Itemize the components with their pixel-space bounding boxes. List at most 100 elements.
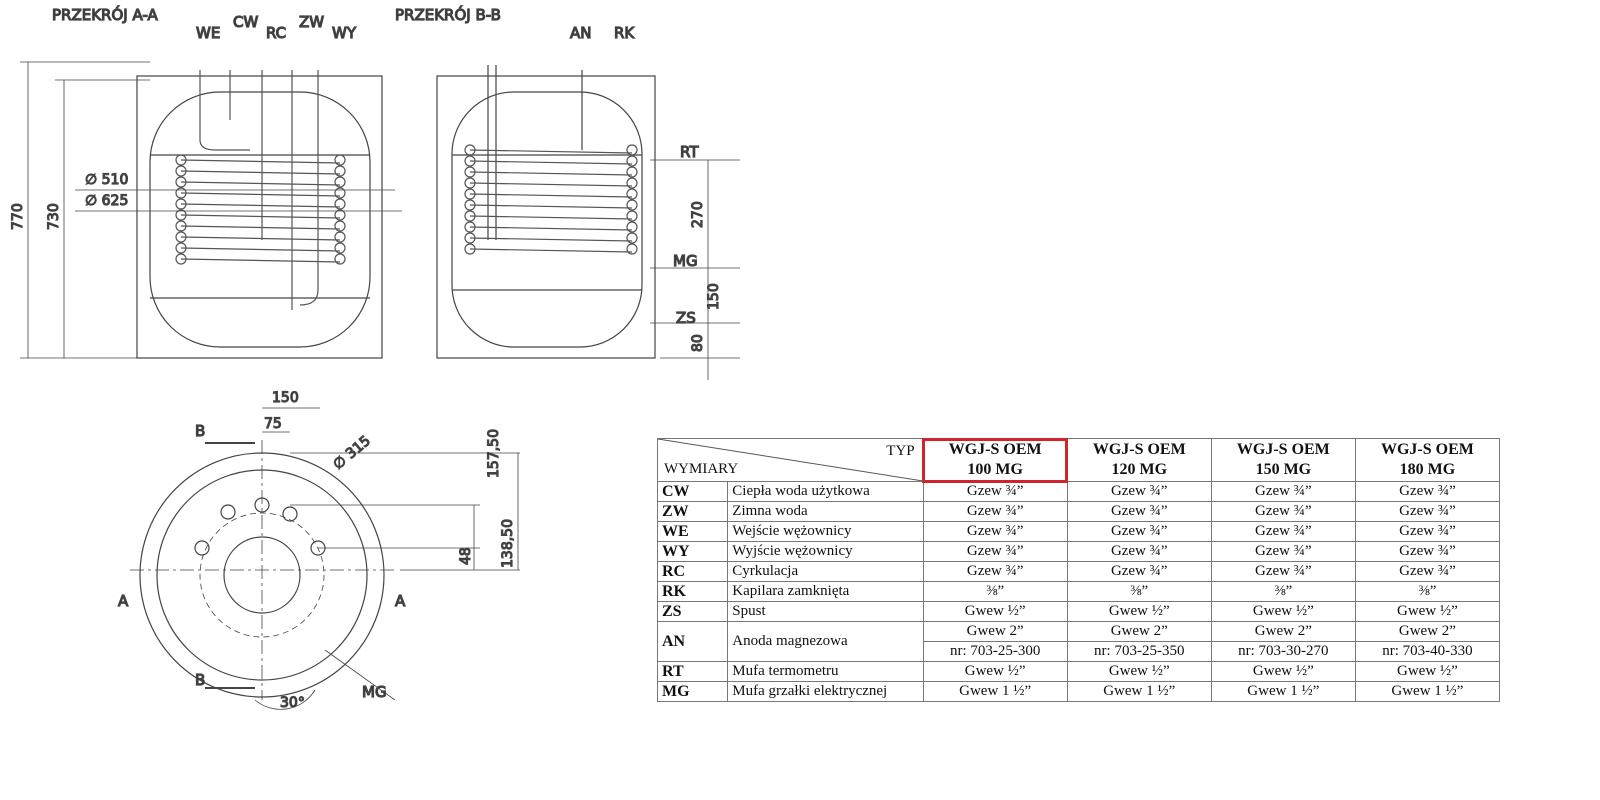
coil-section (626, 144, 638, 156)
row-code: WE (656, 521, 729, 542)
row-description: Mufa termometru (727, 661, 924, 682)
label-we: WE (196, 24, 220, 42)
coil-section (175, 176, 187, 188)
row-value: Gwew ½” (1066, 661, 1212, 682)
label-b-top: B (195, 422, 205, 440)
label-a-right: A (395, 592, 406, 610)
coil-tube (469, 204, 633, 209)
row-value: Gwew 2” (1066, 621, 1212, 642)
row-value: Gzew ¾” (1066, 481, 1212, 502)
label-zs: ZS (676, 309, 696, 327)
row-code: MG (656, 681, 729, 702)
coil-section (175, 154, 187, 166)
row-value: Gwew 1 ½” (1354, 681, 1501, 702)
row-description: Wyjście wężownicy (727, 541, 924, 562)
row-value: Gzew ¾” (1210, 521, 1356, 542)
row-value: Gzew ¾” (1066, 521, 1212, 542)
dim-diameter-625: ∅ 625 (85, 193, 128, 209)
coil-tube (469, 215, 633, 220)
coil-section (175, 165, 187, 177)
row-value: ⅜” (1066, 581, 1212, 602)
row-value: Gwew 2” (1210, 621, 1356, 642)
row-code: WY (656, 541, 729, 562)
row-value: Gzew ¾” (922, 521, 1068, 542)
row-value: ⅜” (1354, 581, 1501, 602)
row-description: Anoda magnezowa (727, 621, 924, 662)
dim-height-730: 730 (46, 203, 62, 230)
row-value: Gzew ¾” (1066, 541, 1212, 562)
label-mg: MG (673, 252, 698, 270)
coil-section (626, 243, 638, 255)
row-value: Gwew ½” (1210, 601, 1356, 622)
label-an: AN (570, 24, 591, 42)
coil-section (175, 242, 187, 254)
coil-tube (469, 182, 633, 187)
coil-section (175, 253, 187, 265)
coil-section (175, 231, 187, 243)
coil-section (464, 221, 476, 233)
coil-tube (180, 203, 341, 208)
coil-section (626, 166, 638, 178)
coil-section (334, 253, 346, 265)
row-value: Gwew 1 ½” (922, 681, 1068, 702)
section-bb-title: PRZEKRÓJ B-B (395, 5, 501, 24)
coil-section (334, 198, 346, 210)
row-description: Spust (727, 601, 924, 622)
dim-80: 80 (690, 334, 706, 352)
row-value: Gwew ½” (1210, 661, 1356, 682)
coil-section (334, 209, 346, 221)
section-aa-title: PRZEKRÓJ A-A (52, 5, 158, 24)
coil-section (175, 220, 187, 232)
section-aa-view: PRZEKRÓJ A-A WE CW RC ZW WY 770 730 ∅ 51… (9, 4, 402, 359)
row-value: Gzew ¾” (1210, 541, 1356, 562)
row-description: Zimna woda (727, 501, 924, 522)
row-value: Gzew ¾” (922, 541, 1068, 562)
coil-section (626, 210, 638, 222)
row-value-part-number: nr: 703-25-300 (922, 641, 1068, 662)
top-view: B B A A 150 75 ∅ 315 157,50 138,50 48 30… (117, 389, 520, 712)
coil-section (464, 199, 476, 211)
dim-48: 48 (458, 547, 474, 565)
label-rk: RK (614, 24, 635, 42)
coil-section (464, 188, 476, 200)
coil-tube (469, 193, 633, 198)
coil-section (626, 177, 638, 189)
row-description: Cyrkulacja (727, 561, 924, 582)
coil-section (626, 221, 638, 233)
coil-section (334, 165, 346, 177)
coil-tube (180, 247, 341, 252)
coil-tube (469, 248, 633, 253)
row-value: Gwew ½” (922, 661, 1068, 682)
label-wy: WY (332, 24, 357, 42)
row-value: ⅜” (1210, 581, 1356, 602)
row-code: CW (656, 481, 729, 502)
coil-section (464, 210, 476, 222)
casing-outline (136, 75, 383, 359)
coil-section (175, 209, 187, 221)
coil-section (626, 199, 638, 211)
coil-section (464, 144, 476, 156)
coil-section (464, 177, 476, 189)
coil-tube (180, 170, 341, 175)
coil-tube (469, 149, 633, 154)
coil-tube (469, 160, 633, 165)
dim-270: 270 (690, 201, 706, 228)
coil-section (175, 187, 187, 199)
coil-section (626, 188, 638, 200)
row-code: AN (656, 621, 729, 662)
coil-section (334, 176, 346, 188)
dim-diameter-510: ∅ 510 (85, 172, 128, 188)
coil-section (334, 242, 346, 254)
